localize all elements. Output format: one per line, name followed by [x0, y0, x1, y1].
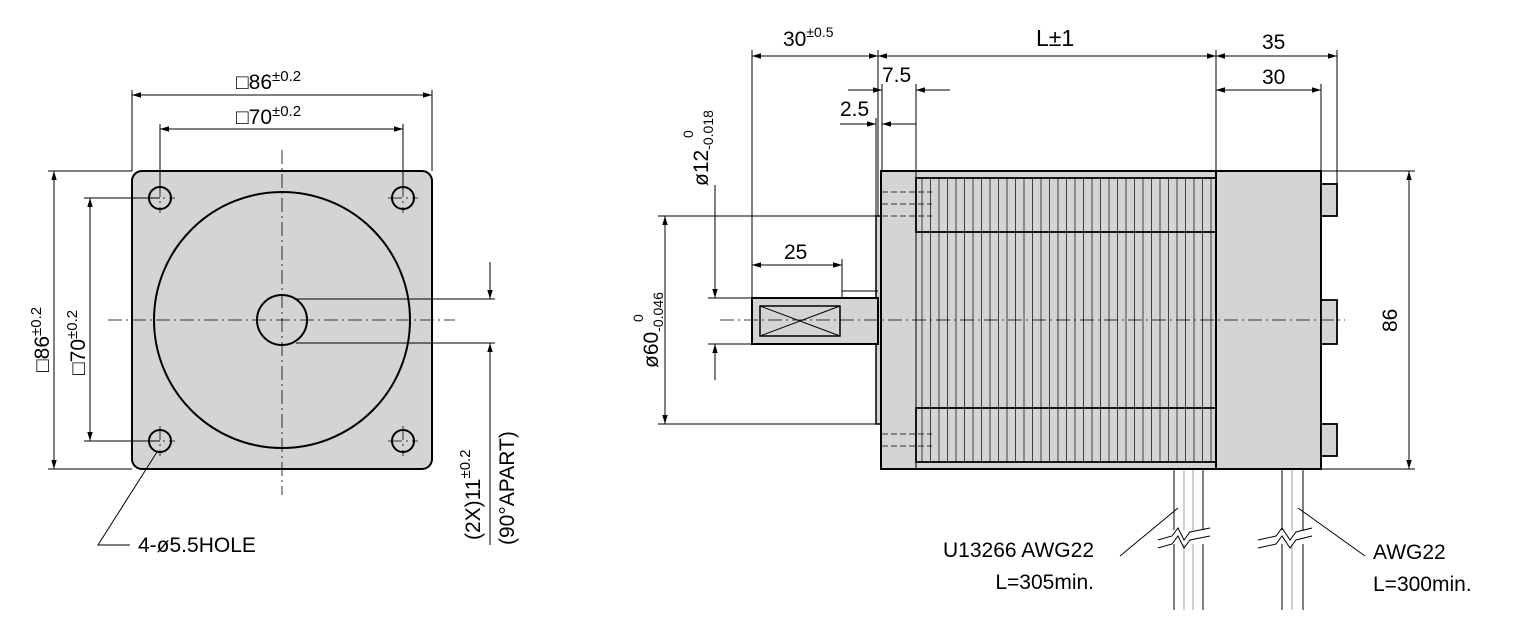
dim-7-5-label: 7.5: [882, 64, 911, 87]
shaft-length-label: 30±0.5: [783, 24, 834, 51]
cable-left: [1157, 469, 1211, 610]
outer-square-label: □86±0.2: [236, 68, 301, 94]
side-view: 30±0.5 L±1 35 30 7.5 2.5 25 ø12-0.018 0: [630, 24, 1472, 610]
cable-right-line1: AWG22: [1373, 541, 1446, 564]
flat-dim-note: (90°APART): [496, 431, 519, 545]
rear-30-label: 30: [1262, 66, 1285, 89]
pilot-dia-label: ø60-0.046: [640, 292, 666, 368]
hole-callout: 4-ø5.5HOLE: [138, 534, 256, 557]
rear-stud-top: [1320, 183, 1338, 217]
shaft-dia-label: ø12-0.018: [690, 110, 716, 186]
bolt-square-label: □70±0.2: [236, 103, 301, 129]
stator-bottom: [915, 407, 1217, 463]
cable-right-line2: L=300min.: [1373, 573, 1472, 596]
flat-dim-label: (2X)11±0.2: [457, 449, 485, 540]
cable-left-line2: L=305min.: [995, 571, 1094, 594]
rear-stud-bottom: [1320, 423, 1338, 457]
cable-right: [1257, 469, 1313, 610]
stator-top: [915, 177, 1217, 233]
pilot-dia-upper: 0: [630, 314, 646, 322]
height-label: 86: [1379, 309, 1402, 332]
key-length-label: 25: [784, 241, 807, 264]
cable-left-line1: U13266 AWG22: [943, 539, 1094, 562]
body-length-label: L±1: [1036, 25, 1074, 51]
rear-stud-mid: [1320, 299, 1338, 345]
front-view: □86±0.2 □70±0.2 □86±0.2 □70±0.2 (2X)11±0…: [28, 68, 519, 557]
shaft-dia-upper: 0: [680, 130, 696, 138]
dim-2-5-label: 2.5: [840, 98, 869, 121]
outer-square-v-label: □86±0.2: [28, 307, 54, 372]
bolt-square-v-label: □70±0.2: [64, 310, 90, 375]
rear-35-label: 35: [1262, 31, 1285, 54]
